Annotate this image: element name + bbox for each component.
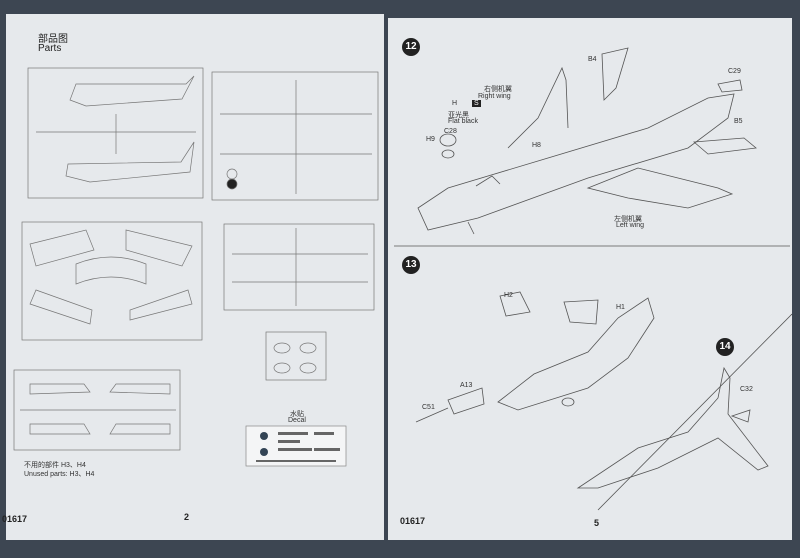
label-s: S	[472, 100, 481, 107]
label-left-wing-en: Left wing	[616, 222, 645, 229]
page-number-right: 5	[594, 518, 600, 528]
label-h8: H8	[532, 142, 541, 149]
step-12-badge: 12	[402, 38, 420, 56]
label-h: H	[452, 100, 458, 107]
product-code-left: 01617	[2, 514, 28, 524]
label-right-wing-cn: 右侧机翼	[484, 86, 512, 93]
label-h9: H9	[426, 136, 435, 143]
label-c51: C51	[422, 404, 435, 411]
label-a13: A13	[460, 382, 473, 389]
label-c29: C29	[728, 68, 741, 75]
parts-header-cn: 部品图	[38, 34, 68, 45]
left-page: 部品图 Parts	[2, 14, 384, 540]
label-b4: B4	[588, 56, 597, 63]
label-flat-black-cn: 亚光黑	[448, 112, 469, 119]
page-number-left: 2	[184, 512, 190, 522]
step-13-badge: 13	[402, 256, 420, 274]
label-c28: C28	[444, 128, 457, 135]
label-h2: H2	[504, 292, 513, 299]
assembly-drawings	[394, 47, 792, 511]
label-left-wing-cn: 左侧机翼	[614, 216, 642, 223]
parts-header-en: Parts	[38, 43, 62, 54]
label-right-wing-en: Right wing	[478, 93, 511, 100]
label-b5: B5	[734, 118, 743, 125]
label-flat-black-en: Flat black	[448, 118, 478, 125]
step-14-badge: 14	[716, 338, 734, 356]
unused-parts-cn: 不用的部件 H3、H4	[24, 462, 86, 469]
parts-sprue-drawings	[13, 67, 379, 467]
label-h1: H1	[616, 304, 625, 311]
label-c32: C32	[740, 386, 753, 393]
product-code-right: 01617	[400, 516, 426, 526]
right-page: 12 13 14 B4 C29 B5 右侧机翼 Right wing H S 亚…	[388, 18, 792, 540]
decal-label-cn: 水贴	[290, 411, 304, 418]
unused-parts-en: Unused parts: H3、H4	[24, 471, 95, 478]
decal-label-en: Decal	[288, 417, 306, 424]
